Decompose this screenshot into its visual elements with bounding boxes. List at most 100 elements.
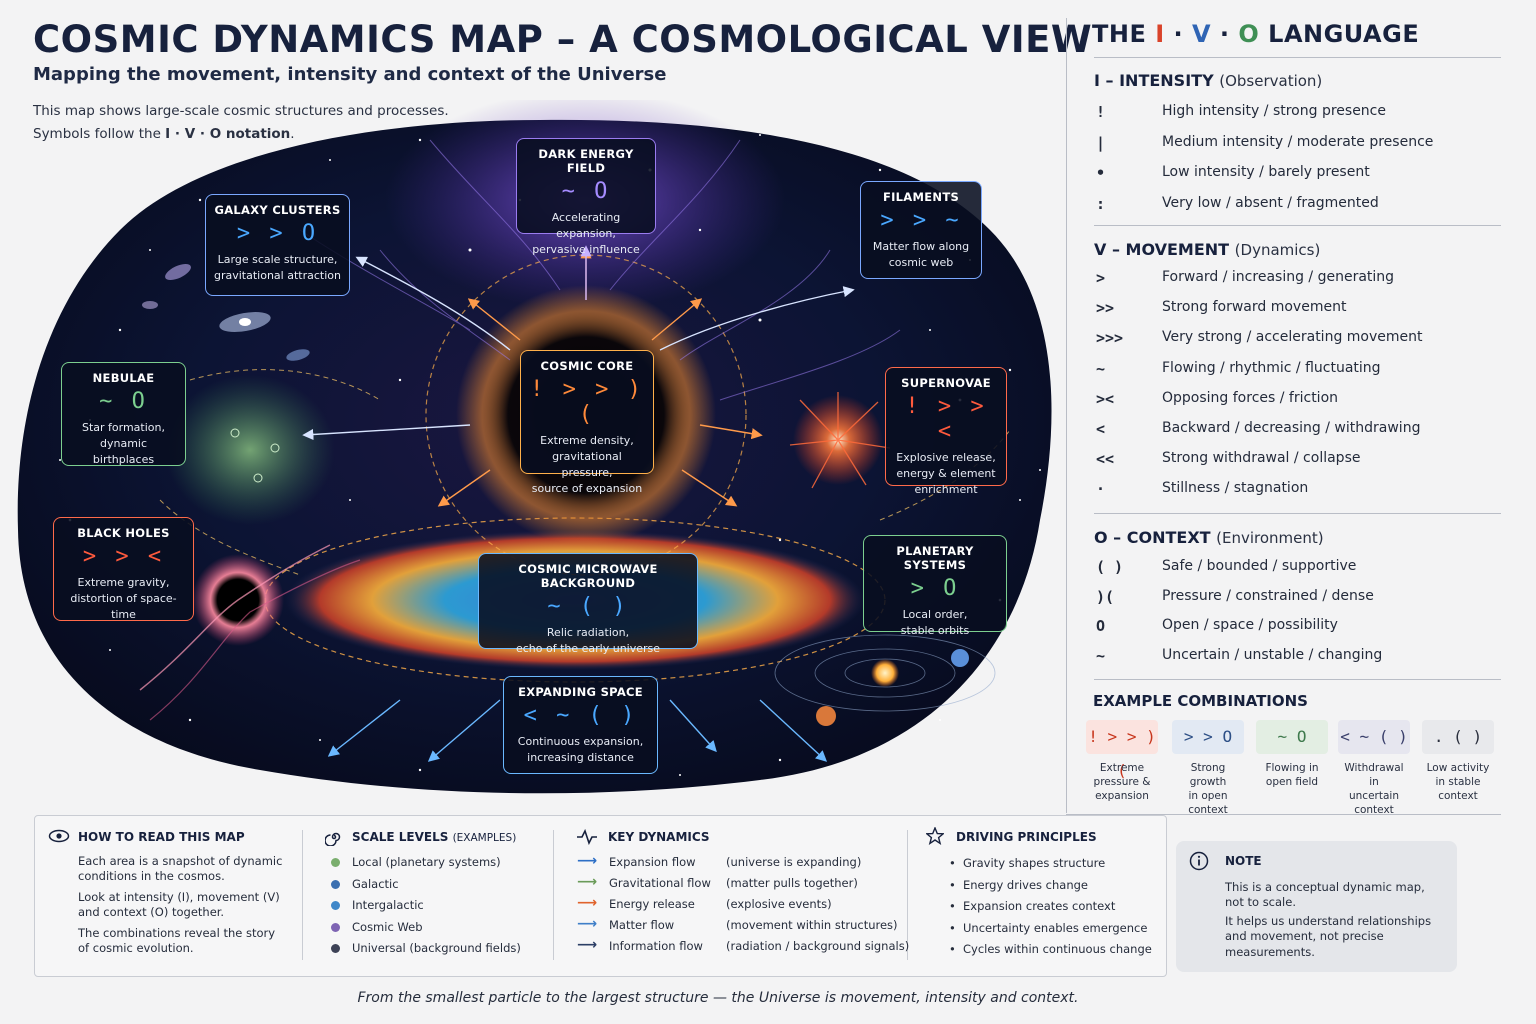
planetary-systems-desc-1: Local order, <box>902 608 968 621</box>
movement-symbol: ~ <box>1096 359 1106 378</box>
intro-line-2: Symbols follow the I · V · O notation. <box>33 126 295 142</box>
note-card <box>1176 841 1457 972</box>
black-holes-desc-1: Extreme gravity, <box>77 576 170 589</box>
galaxy-clusters-desc-2: gravitational attraction <box>214 269 341 282</box>
bullet-icon: • <box>949 899 956 913</box>
cmb-box[interactable]: COSMIC MICROWAVE BACKGROUND ~ ( ) Relic … <box>478 553 698 655</box>
combination-label-line: expansion <box>1095 790 1149 802</box>
filaments-box[interactable]: FILAMENTS > > ~ Matter flow along cosmic… <box>860 181 982 279</box>
dark-energy-field-box[interactable]: DARK ENERGY FIELD ~ O Accelerating expan… <box>516 138 656 256</box>
driving-principles-heading: DRIVING PRINCIPLES <box>956 830 1097 844</box>
bullet-icon: • <box>949 942 956 956</box>
movement-heading: V – MOVEMENT (Dynamics) <box>1094 240 1321 259</box>
column-divider <box>907 830 908 960</box>
movement-description: Forward / increasing / generating <box>1162 269 1395 285</box>
arrow-right-icon: ⟶ <box>577 853 598 869</box>
cosmic-core-symbols: ! > > )( <box>530 377 644 427</box>
how-to-read-p3-a: The combinations reveal the story <box>78 926 276 940</box>
movement-symbol: >< <box>1096 389 1115 408</box>
cmb-symbols: ~ ( ) <box>547 594 629 619</box>
black-holes-title: BLACK HOLES <box>77 526 170 540</box>
how-to-read-heading: HOW TO READ THIS MAP <box>78 830 245 844</box>
cosmic-core-desc-2: gravitational pressure, <box>552 450 622 479</box>
principle-item: Energy drives change <box>963 877 1088 892</box>
planet-orange <box>816 706 836 726</box>
supernovae-box[interactable]: SUPERNOVAE ! > > < Explosive release, en… <box>885 367 1007 496</box>
context-description: Safe / bounded / supportive <box>1162 558 1357 574</box>
intro-line-1: This map shows large-scale cosmic struct… <box>33 103 449 119</box>
movement-symbol: > <box>1096 269 1106 287</box>
movement-description: Strong withdrawal / collapse <box>1162 450 1361 467</box>
note-line-2: not to scale. <box>1225 895 1296 909</box>
intensity-description: Low intensity / barely present <box>1162 164 1370 180</box>
combinations-title: EXAMPLE COMBINATIONS <box>1093 692 1308 710</box>
filaments-desc-2: cosmic web <box>888 256 954 269</box>
combination-symbols: ~ O <box>1256 720 1328 754</box>
context-symbol: )( <box>1096 587 1115 606</box>
context-description: Uncertain / unstable / changing <box>1162 646 1383 663</box>
context-symbol: ~ <box>1096 646 1106 665</box>
galaxy-4 <box>142 301 158 309</box>
filaments-title: FILAMENTS <box>882 190 960 204</box>
dynamic-note: (universe is expanding) <box>726 855 862 869</box>
combination-label-line: Withdrawal in <box>1344 762 1404 788</box>
planetary-systems-box[interactable]: PLANETARY SYSTEMS > O Local order, stabl… <box>863 535 1007 637</box>
combination-label-line: context <box>1354 804 1394 816</box>
expanding-space-desc-2: increasing distance <box>527 751 634 764</box>
principle-item: Cycles within continuous change <box>963 942 1152 956</box>
combination-label-line: uncertain <box>1349 790 1399 802</box>
combination-symbols: > > O <box>1172 720 1244 754</box>
galaxy-3 <box>286 349 310 361</box>
cmb-desc-2: echo of the early universe <box>515 642 661 655</box>
intensity-description: Medium intensity / moderate presence <box>1162 133 1434 150</box>
arrow-right-icon: ⟶ <box>577 874 598 890</box>
principle-item: Gravity shapes structure <box>963 856 1106 870</box>
scale-levels-heading: SCALE LEVELS (EXAMPLES) <box>352 830 517 844</box>
bullet-icon: • <box>949 877 956 892</box>
galaxy-clusters-box[interactable]: GALAXY CLUSTERS > > O Large scale struct… <box>205 194 350 296</box>
combination-label-line: Strong growth <box>1189 762 1227 788</box>
legend-divider <box>1066 18 1067 813</box>
intensity-symbol: | <box>1096 133 1106 152</box>
scale-dot <box>331 922 340 932</box>
page-subtitle: Mapping the movement, intensity and cont… <box>33 64 667 85</box>
movement-description: Very strong / accelerating movement <box>1162 329 1423 346</box>
bottom-info-panel <box>34 815 1167 977</box>
expanding-space-box[interactable]: EXPANDING SPACE < ~ ( ) Continuous expan… <box>503 676 658 774</box>
nebulae-desc-2: dynamic birthplaces <box>92 437 155 466</box>
cosmic-core-title: COSMIC CORE <box>540 359 634 373</box>
nebula-glow <box>165 375 335 525</box>
nebulae-box[interactable]: NEBULAE ~ O Star formation, dynamic birt… <box>61 362 186 466</box>
how-to-read-p2-a: Look at intensity (I), movement (V) <box>78 890 280 904</box>
legend-separator <box>1094 57 1501 58</box>
eye-icon <box>48 829 70 843</box>
arrow-right-icon: ⟶ <box>577 937 598 953</box>
scale-level-label: Local (planetary systems) <box>352 855 501 869</box>
movement-description: Backward / decreasing / withdrawing <box>1162 420 1421 436</box>
movement-description: Flowing / rhythmic / fluctuating <box>1162 359 1381 376</box>
planet-blue <box>951 649 969 667</box>
supernovae-desc-2: energy & element <box>896 467 996 480</box>
scale-dot <box>331 901 340 910</box>
black-holes-box[interactable]: BLACK HOLES > > < Extreme gravity, disto… <box>53 517 194 621</box>
how-to-read-p2-b: and context (O) together. <box>78 905 225 919</box>
column-divider <box>302 830 303 960</box>
supernovae-desc-3: enrichment <box>914 483 978 496</box>
bullet-icon: • <box>949 856 956 870</box>
context-description: Pressure / constrained / dense <box>1162 587 1374 604</box>
dynamic-label: Matter flow <box>609 918 675 932</box>
dynamic-label: Information flow <box>609 939 703 953</box>
cosmic-core-box[interactable]: COSMIC CORE ! > > )( Extreme density, gr… <box>520 350 654 495</box>
scale-level-label: Galactic <box>352 876 399 891</box>
note-heading: NOTE <box>1225 854 1262 868</box>
nebulae-symbols: ~ O <box>99 389 148 414</box>
movement-symbol: · <box>1096 480 1106 499</box>
dynamic-note: (explosive events) <box>726 897 832 911</box>
galaxy-2 <box>165 263 191 281</box>
context-symbol: O <box>1096 617 1106 635</box>
combination-label-line: Extreme <box>1099 762 1145 774</box>
filaments-desc-1: Matter flow along <box>872 240 970 253</box>
combination-label-line: in open <box>1188 790 1228 802</box>
